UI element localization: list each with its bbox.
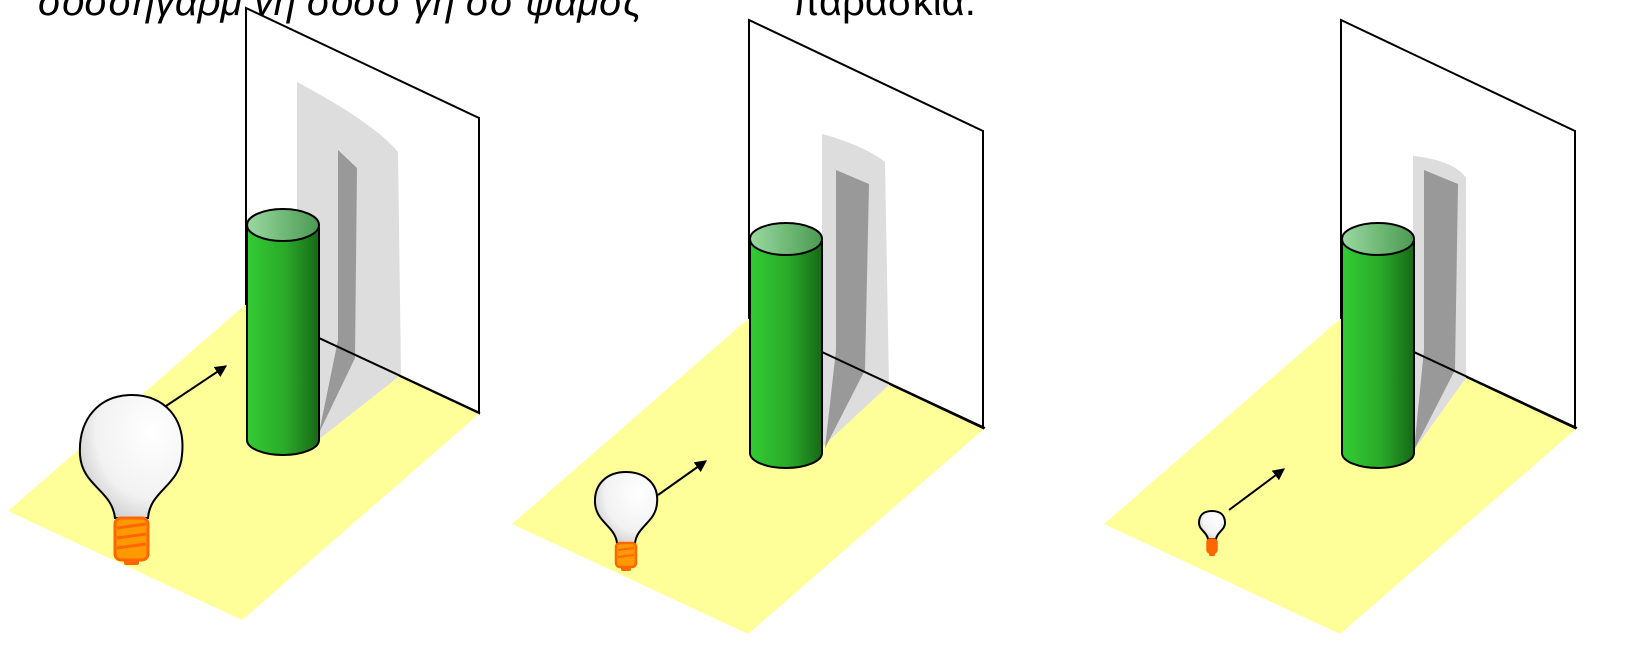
cylinder <box>1342 223 1414 468</box>
scene-large-source <box>8 8 480 620</box>
cylinder-top <box>750 223 822 255</box>
cylinder <box>247 209 319 455</box>
cylinder-top <box>1342 223 1414 255</box>
cylinder-top <box>247 209 319 241</box>
scene-small-source <box>1104 20 1577 634</box>
scene-medium-source <box>512 20 985 634</box>
cylinder <box>750 223 822 468</box>
